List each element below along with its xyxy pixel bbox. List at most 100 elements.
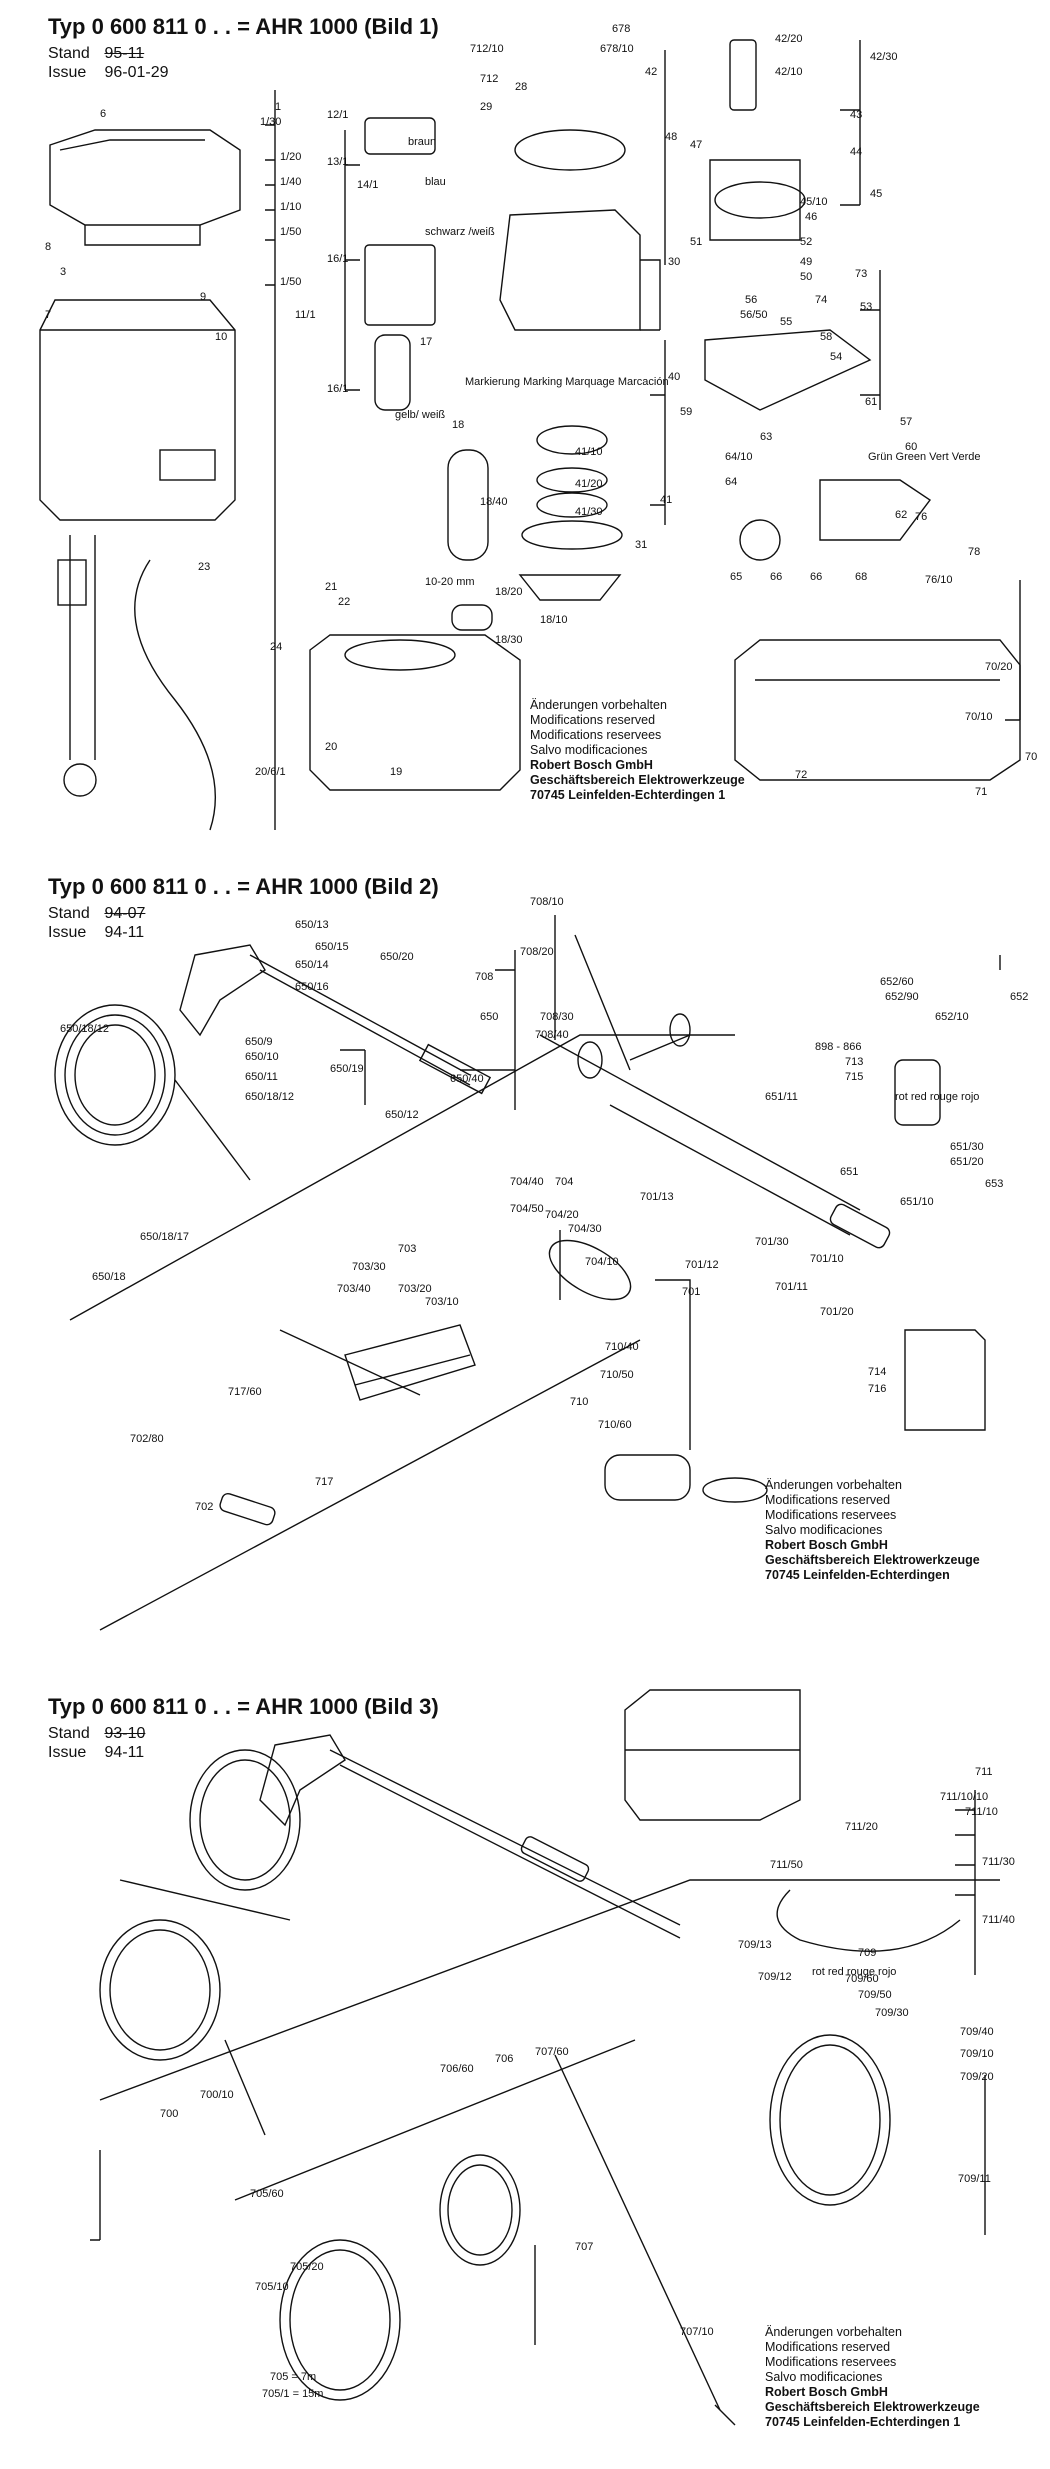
label-71: 71 — [975, 786, 987, 798]
label-19: 19 — [390, 766, 402, 778]
label-9: 9 — [200, 291, 206, 303]
label-714: 714 — [868, 1366, 886, 1378]
sheet-header: Typ 0 600 811 0 . . = AHR 1000 (Bild 1) … — [48, 14, 439, 82]
label-78: 78 — [968, 546, 980, 558]
notice-block: Änderungen vorbehalten Modifications res… — [765, 2325, 980, 2430]
label-76: 76 — [915, 511, 927, 523]
label-703-40: 703/40 — [337, 1283, 371, 1295]
exploded-view-bild-2: 650/13 650/15 650/14 650/16 650/20 650 6… — [54, 896, 1028, 1631]
water-tank — [309, 634, 521, 791]
label-650-10: 650/10 — [245, 1051, 279, 1063]
label-650-15: 650/15 — [315, 941, 349, 953]
label-7: 7 — [45, 309, 51, 321]
stand-label: Stand — [48, 905, 90, 922]
label-31: 31 — [635, 539, 647, 551]
notice-line: Robert Bosch GmbH — [530, 758, 653, 772]
label-18-20: 18/20 — [495, 586, 523, 598]
label-650-18-17: 650/18/17 — [140, 1231, 189, 1243]
label-rot: rot red rouge rojo — [895, 1091, 979, 1103]
spray-gun — [179, 944, 266, 1037]
label-28: 28 — [515, 81, 527, 93]
sheet-title: Typ 0 600 811 0 . . = AHR 1000 (Bild 1) — [48, 14, 439, 39]
label-712-10: 712/10 — [470, 43, 504, 55]
label-66a: 66 — [770, 571, 782, 583]
label-706: 706 — [495, 2053, 513, 2065]
label-708-20: 708/20 — [520, 946, 554, 958]
label-64-10: 64/10 — [725, 451, 753, 463]
label-705-10: 705/10 — [255, 2281, 289, 2293]
hose-coil-right — [769, 2034, 891, 2206]
sheet-title: Typ 0 600 811 0 . . = AHR 1000 (Bild 2) — [48, 874, 439, 899]
label-717-60: 717/60 — [228, 1386, 262, 1398]
label-705-20: 705/20 — [290, 2261, 324, 2273]
switch — [364, 117, 436, 155]
detergent-bottle — [894, 1059, 941, 1126]
label-6: 6 — [100, 108, 106, 120]
label-68: 68 — [855, 571, 867, 583]
notice-line: Robert Bosch GmbH — [765, 1538, 888, 1552]
label-1-20: 1/20 — [280, 151, 301, 163]
label-rot: rot red rouge rojo — [812, 1966, 896, 1978]
label-650: 650 — [480, 1011, 498, 1023]
label-709-60: 709/60 — [845, 1973, 879, 1985]
label-710-40: 710/40 — [605, 1341, 639, 1353]
label-704-30: 704/30 — [568, 1223, 602, 1235]
notice-line: Änderungen vorbehalten — [765, 1478, 902, 1492]
notice-line: Salvo modificaciones — [765, 1523, 883, 1537]
label-46: 46 — [805, 211, 817, 223]
exploded-view-bild-1: 1/30 1/20 1/40 1/10 1/50 1/50 1 6 8 3 9 … — [39, 23, 1037, 831]
label-colors: Grün Green Vert Verde — [868, 451, 981, 463]
stand-value: 95-11 — [104, 45, 145, 62]
label-703: 703 — [398, 1243, 416, 1255]
label-braun: braun — [408, 136, 436, 148]
label-652: 652 — [1010, 991, 1028, 1003]
label-marking: Markierung Marking Marquage Marcación — [465, 376, 669, 388]
stand-label: Stand — [48, 1725, 90, 1742]
label-42-10: 42/10 — [775, 66, 803, 78]
label-707: 707 — [575, 2241, 593, 2253]
label-13-1: 13/1 — [327, 156, 348, 168]
label-711-10-10: 711/10/10 — [940, 1791, 988, 1803]
label-652-10: 652/10 — [935, 1011, 969, 1023]
notice-line: Modifications reserved — [765, 2340, 891, 2354]
label-701-13: 701/13 — [640, 1191, 674, 1203]
notice-line: Modifications reservees — [765, 2355, 897, 2369]
notice-line: 70745 Leinfelden-Echterdingen 1 — [765, 2415, 961, 2429]
label-703-10: 703/10 — [425, 1296, 459, 1308]
notice-line: Robert Bosch GmbH — [765, 2385, 888, 2399]
label-703-30: 703/30 — [352, 1261, 386, 1273]
label-709: 709 — [858, 1947, 876, 1959]
label-711-20: 711/20 — [845, 1821, 878, 1833]
label-62: 62 — [895, 509, 907, 521]
motor — [499, 209, 641, 331]
label-702-80: 702/80 — [130, 1433, 164, 1445]
label-716: 716 — [868, 1383, 886, 1395]
label-650-12: 650/12 — [385, 1109, 419, 1121]
label-650-13: 650/13 — [295, 919, 329, 931]
label-651-30: 651/30 — [950, 1141, 984, 1153]
label-40: 40 — [668, 371, 680, 383]
trolley-frame — [655, 1279, 691, 1450]
sheet-bild-1: Typ 0 600 811 0 . . = AHR 1000 (Bild 1) … — [0, 0, 1050, 850]
label-gelb-weiss: gelb/ weiß — [395, 409, 445, 421]
label-11-1: 11/1 — [295, 309, 316, 321]
label-60: 60 — [905, 441, 917, 453]
label-709-10: 709/10 — [960, 2048, 994, 2060]
base-tray — [734, 639, 1021, 781]
label-653: 653 — [985, 1178, 1003, 1190]
issue-label: Issue — [48, 924, 87, 941]
label-42-20: 42/20 — [775, 33, 803, 45]
label-16-1b: 16/1 — [327, 383, 348, 395]
label-18: 18 — [452, 419, 464, 431]
label-44: 44 — [850, 146, 862, 158]
stand-label: Stand — [48, 45, 90, 62]
label-70-20: 70/20 — [985, 661, 1013, 673]
label-651-10: 651/10 — [900, 1196, 934, 1208]
label-73: 73 — [855, 268, 867, 280]
round-brush — [548, 1239, 632, 1301]
switch-body — [364, 244, 436, 326]
label-8: 8 — [45, 241, 51, 253]
unit-housing — [624, 1689, 801, 1821]
issue-row: Issue 94-11 — [48, 1743, 439, 1762]
label-64: 64 — [725, 476, 737, 488]
